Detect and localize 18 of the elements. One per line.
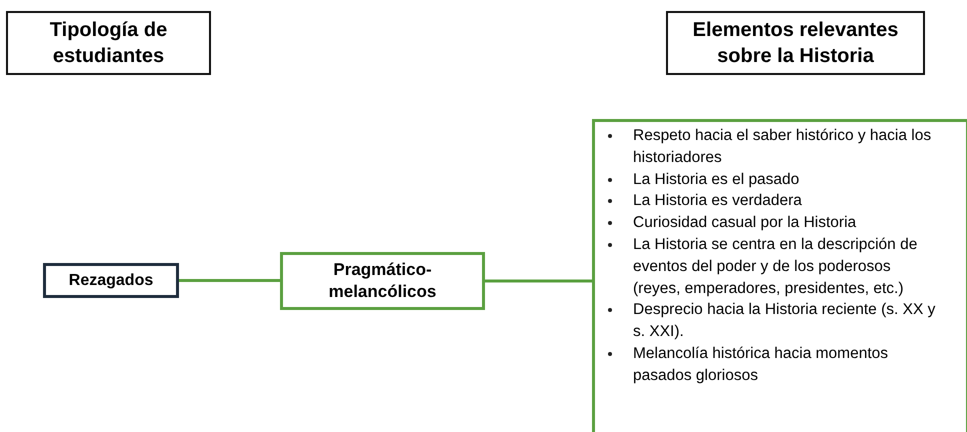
header-box <box>666 11 925 75</box>
header-box <box>6 11 211 75</box>
list-item: Melancolía histórica hacia momentos pasados gloriosos <box>633 344 888 384</box>
node-label: Elementos relevantes sobre la Historia <box>692 18 900 69</box>
list-item: La Historia es verdadera <box>633 192 802 210</box>
list-item: Desprecio hacia la Historia reciente (s. XX y s. XXI). <box>633 301 936 340</box>
connector-line <box>485 280 592 282</box>
category-box <box>280 252 485 310</box>
list-item: La Historia es el pasado <box>633 170 800 188</box>
node-label: Tipología de estudiantes <box>48 18 168 69</box>
list-item: Respeto hacia el saber histórico y hacia los historiadores <box>633 127 932 166</box>
bullet-list-box <box>592 119 967 432</box>
node-label: Pragmático-melancólicos <box>328 259 438 303</box>
list-item: La Historia se centra en la descripción de eventos del poder y de los poderosos (reyes, emperadores, presidentes, etc.) <box>633 236 918 297</box>
connector-line <box>179 279 280 282</box>
node-label: Rezagados <box>68 272 154 290</box>
category-box <box>43 263 179 298</box>
list-item: Curiosidad casual por la Historia <box>633 214 856 232</box>
